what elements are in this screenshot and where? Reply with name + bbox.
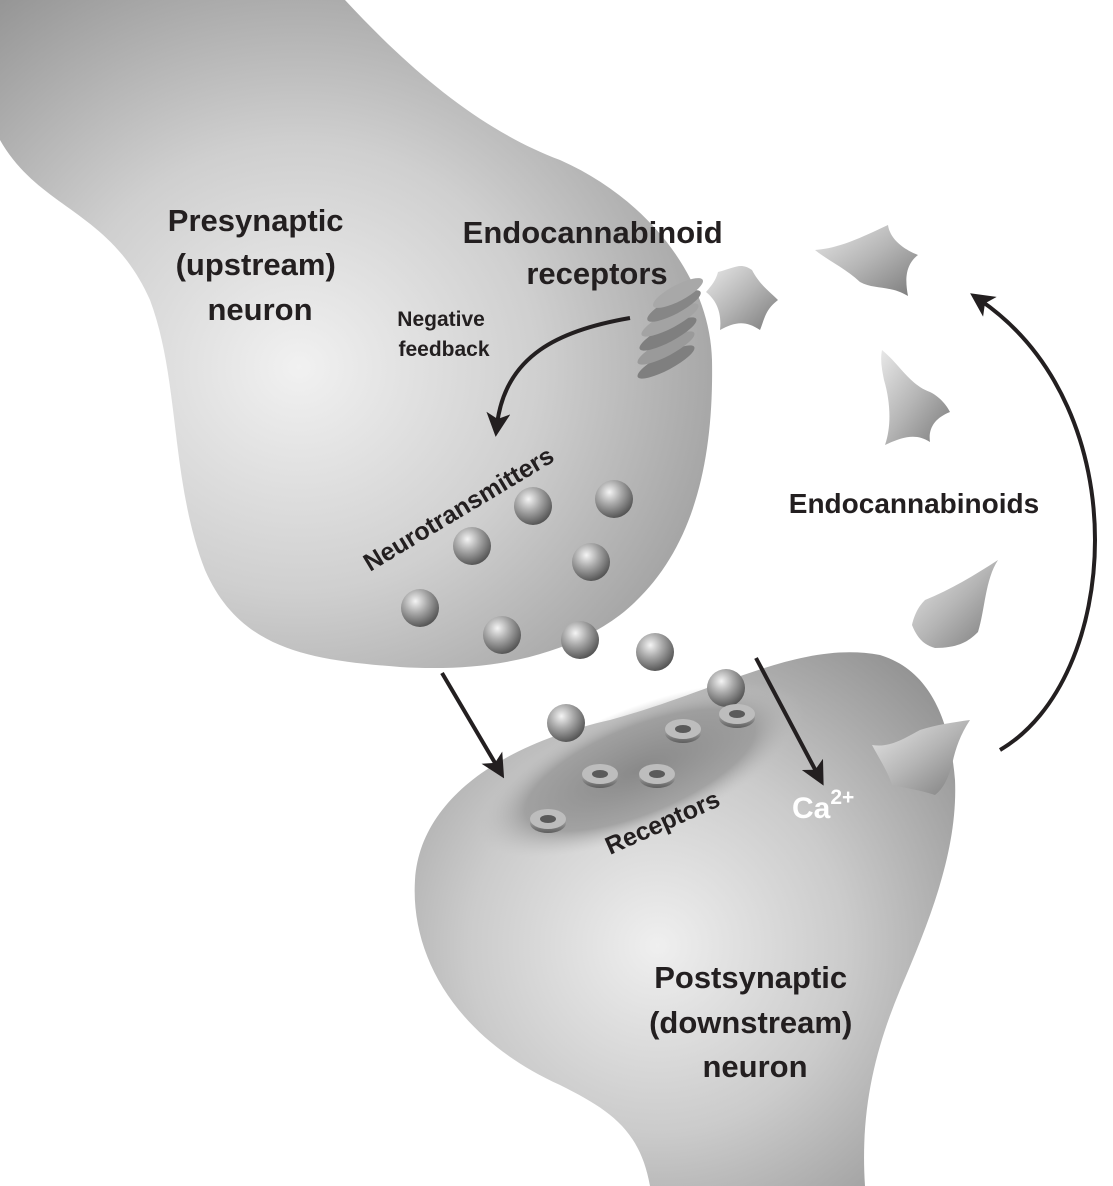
- endocannabinoid-molecule: [815, 225, 918, 296]
- negative-feedback-arrow: [486, 316, 631, 437]
- neurotransmitter-vesicle: [707, 669, 745, 707]
- endocannabinoid-receptor: [637, 278, 704, 379]
- neurotransmitter-vesicle: [453, 527, 491, 565]
- release-arrow: [440, 671, 505, 779]
- neurotransmitter-vesicle: [561, 621, 599, 659]
- neurotransmitter-vesicle: [401, 589, 439, 627]
- endocannabinoid-receptors-label: Endocannabinoid receptors: [463, 215, 732, 291]
- presynaptic-label: Presynaptic (upstream) neuron: [168, 203, 352, 327]
- postsynaptic-receptors: [530, 704, 755, 833]
- retrograde-signal-arrow: [970, 293, 1097, 752]
- postsynaptic-receptor: [719, 704, 755, 728]
- postsynaptic-receptor: [639, 764, 675, 788]
- postsynaptic-label: Postsynaptic (downstream) neuron: [649, 960, 861, 1084]
- neurotransmitter-vesicle: [547, 704, 585, 742]
- endocannabinoid-molecules: [706, 225, 998, 795]
- endocannabinoid-molecule: [872, 720, 970, 795]
- neurotransmitter-vesicle: [514, 487, 552, 525]
- neurotransmitter-vesicle: [636, 633, 674, 671]
- postsynaptic-receptor: [665, 719, 701, 743]
- neurotransmitter-vesicle: [572, 543, 610, 581]
- postsynaptic-receptor: [530, 809, 566, 833]
- neurotransmitter-vesicle: [595, 480, 633, 518]
- endocannabinoids-label: Endocannabinoids: [789, 488, 1039, 519]
- negative-feedback-label: Negative feedback: [397, 308, 490, 361]
- endocannabinoid-molecule: [706, 266, 778, 330]
- postsynaptic-receptor: [582, 764, 618, 788]
- calcium-influx-arrow: [754, 657, 824, 786]
- neurotransmitter-vesicles: [401, 480, 745, 742]
- calcium-label: Ca2+: [792, 786, 854, 825]
- endocannabinoid-molecule: [881, 350, 950, 445]
- neurotransmitter-vesicle: [483, 616, 521, 654]
- endocannabinoid-molecule: [912, 560, 998, 648]
